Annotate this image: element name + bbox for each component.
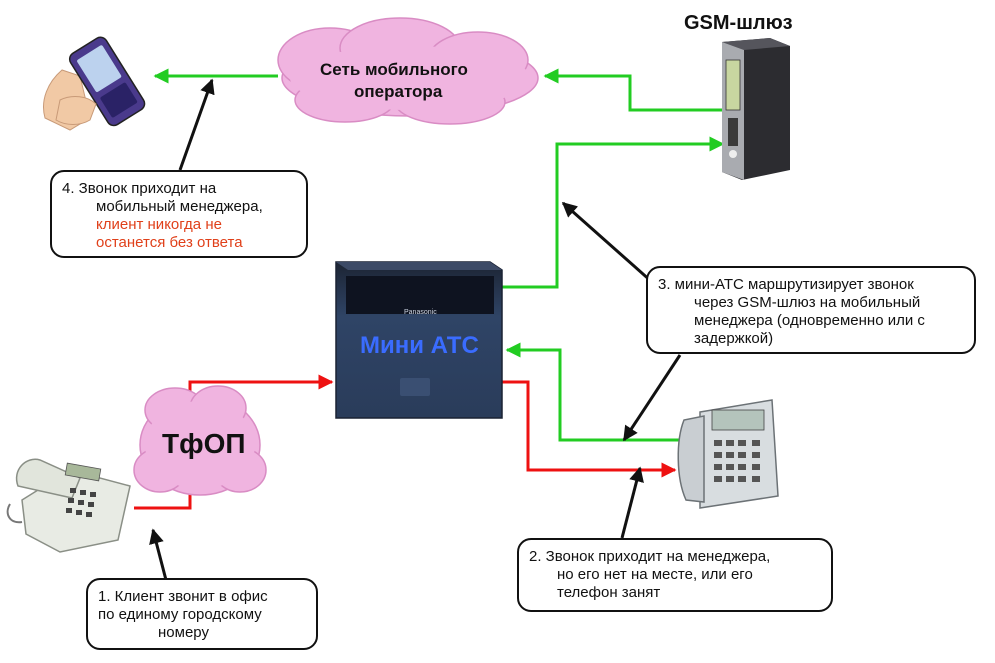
pointer-step3-up [561, 201, 653, 284]
callout-step2: 2. Звонок приходит на менеджера, но его … [517, 538, 833, 612]
gsm-gateway-device-icon [722, 38, 790, 180]
pointer-step3-down [622, 354, 682, 442]
gsm-gateway-label: GSM-шлюз [684, 12, 793, 34]
pbx-to-gsm-line [502, 136, 725, 289]
pbx-to-desk-phone-line [502, 380, 677, 478]
step3-line2: через GSM-шлюз на мобильный [694, 294, 921, 311]
callout-pointers [149, 78, 682, 581]
pointer-step1 [149, 528, 168, 581]
step4-line2: мобильный менеджера, [96, 198, 263, 215]
client-desk-phone-icon [6, 458, 131, 553]
green-connections [153, 68, 726, 442]
step4-line3: клиент никогда не [96, 216, 222, 233]
pbx-brand-label: Panasonic [404, 309, 437, 316]
mobile-network-cloud [277, 17, 539, 125]
step1-line3: номеру [158, 624, 209, 641]
step4-line1: 4. Звонок приходит на [62, 180, 217, 197]
manager-desk-phone-icon [677, 399, 779, 509]
step2-line3: телефон занят [557, 584, 661, 601]
callout-step3: 3. мини-АТС маршрутизирует звонок через … [646, 266, 976, 354]
step4-line4: останется без ответа [96, 234, 243, 251]
mobile-phone-icon [43, 36, 146, 131]
pbx-label: Мини АТС [360, 332, 479, 359]
step2-line2: но его нет на месте, или его [557, 566, 753, 583]
mobile-network-label-line2: оператора [354, 82, 443, 101]
pstn-label: ТфОП [162, 428, 246, 459]
step2-line1: 2. Звонок приходит на менеджера, [529, 548, 771, 565]
step1-line2: по единому городскому [98, 606, 262, 623]
step3-line4: задержкой) [694, 330, 774, 347]
step3-line3: менеджера (одновременно или с [694, 312, 925, 329]
pointer-step4 [178, 78, 215, 171]
mini-pbx-device [335, 261, 503, 419]
desk-phone-to-pbx-line [505, 342, 682, 442]
gsm-to-network-line [543, 68, 726, 112]
pstn-cloud [133, 385, 267, 496]
step3-line1: 3. мини-АТС маршрутизирует звонок [658, 276, 914, 293]
step1-line1: 1. Клиент звонит в офис [98, 588, 268, 605]
callout-step4: 4. Звонок приходит на мобильный менеджер… [50, 170, 308, 258]
pointer-step2 [620, 466, 644, 539]
mobile-network-label-line1: Сеть мобильного [320, 60, 468, 79]
callout-step1: 1. Клиент звонит в офис по единому город… [86, 578, 318, 650]
